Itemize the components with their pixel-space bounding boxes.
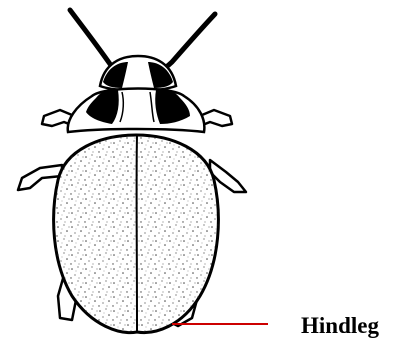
hindleg-label: Hindleg bbox=[301, 313, 379, 338]
hindleg-callout: Hindleg bbox=[172, 313, 379, 338]
beetle-pronotum bbox=[68, 89, 205, 133]
beetle-elytra bbox=[50, 130, 225, 340]
beetle-head bbox=[100, 56, 176, 91]
